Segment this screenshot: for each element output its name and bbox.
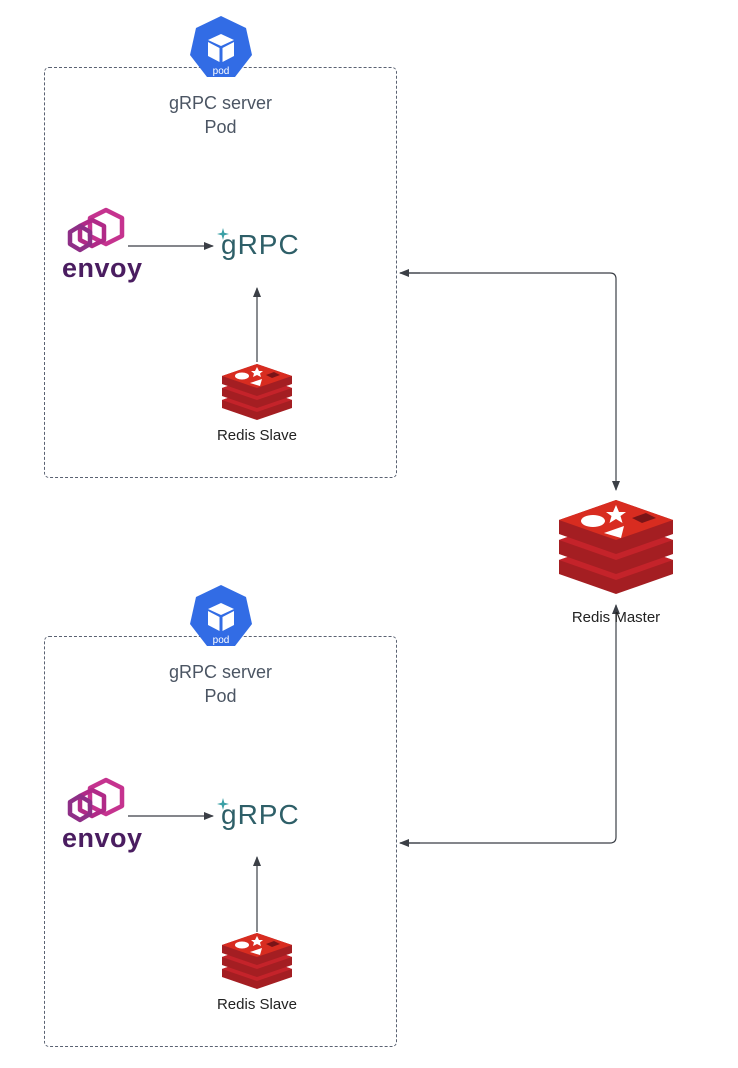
pod-icon-label: pod [213, 635, 230, 646]
redis-slave-label: Redis Slave [216, 996, 298, 1013]
pod-title-line1: gRPC server [168, 662, 273, 682]
master-to-pod1-link [400, 272, 620, 491]
envoy-wordmark: envoy [62, 823, 143, 853]
grpc-spark-icon [217, 798, 229, 810]
redis-slave-label: Redis Slave [216, 427, 298, 444]
kubernetes-pod-icon: pod [190, 585, 252, 646]
envoy-wordmark: envoy [62, 253, 143, 283]
redis-icon [222, 933, 292, 989]
redis-icon [222, 364, 292, 420]
grpc-logo: gRPC [221, 799, 300, 830]
redis-master-icon [559, 500, 673, 594]
redis-master-label: Redis Master [571, 609, 661, 626]
pod-icon-label: pod [213, 66, 230, 77]
pod-title-line2: Pod [204, 686, 237, 706]
master-to-pod2-link [400, 604, 620, 844]
kubernetes-pod-icon: pod [190, 16, 252, 77]
envoy-icon [67, 777, 125, 823]
pod-title-line2: Pod [204, 117, 237, 137]
grpc-spark-icon [217, 228, 229, 240]
pod-title-line1: gRPC server [168, 93, 273, 113]
grpc-logo: gRPC [221, 229, 300, 260]
envoy-icon [67, 207, 125, 253]
